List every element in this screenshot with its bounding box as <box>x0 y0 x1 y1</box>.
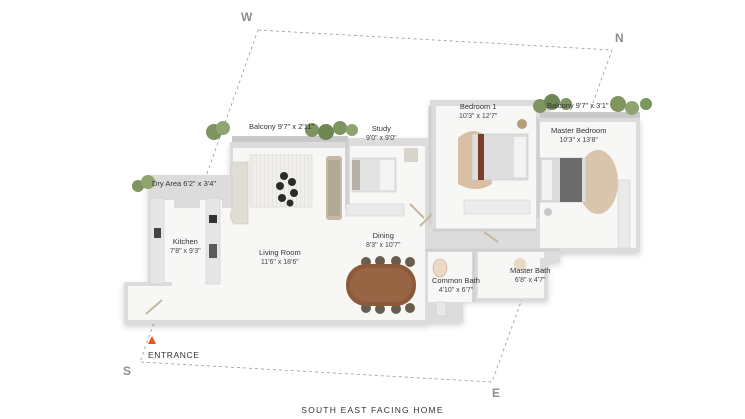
room-label-dry-area: Dry Area 6'2" x 3'4" <box>152 179 217 188</box>
dining-furniture <box>346 256 416 314</box>
balcony-living-railing <box>232 136 348 142</box>
master-bedroom-furniture <box>539 150 631 249</box>
study-furniture <box>345 148 418 217</box>
room-label-balcony-living: Balcony 9'7" x 2'11" <box>249 122 315 131</box>
bedroom1-furniture <box>458 119 531 215</box>
compass-west: W <box>241 10 253 24</box>
doors <box>145 203 499 315</box>
compass-south: S <box>123 364 132 378</box>
entrance-marker <box>148 336 156 344</box>
caption: SOUTH EAST FACING HOME <box>301 405 444 415</box>
living-furniture <box>230 154 342 225</box>
room-label-balcony-master: Balcony 9'7" x 3'1" <box>547 101 609 110</box>
compass-north: N <box>615 31 624 45</box>
compass-east: E <box>492 386 501 400</box>
entrance-label: ENTRANCE <box>148 350 200 360</box>
balcony-master-railing <box>540 112 640 118</box>
partitions <box>345 106 560 302</box>
kitchen-counters <box>149 197 221 285</box>
bath-fixtures <box>432 258 548 317</box>
